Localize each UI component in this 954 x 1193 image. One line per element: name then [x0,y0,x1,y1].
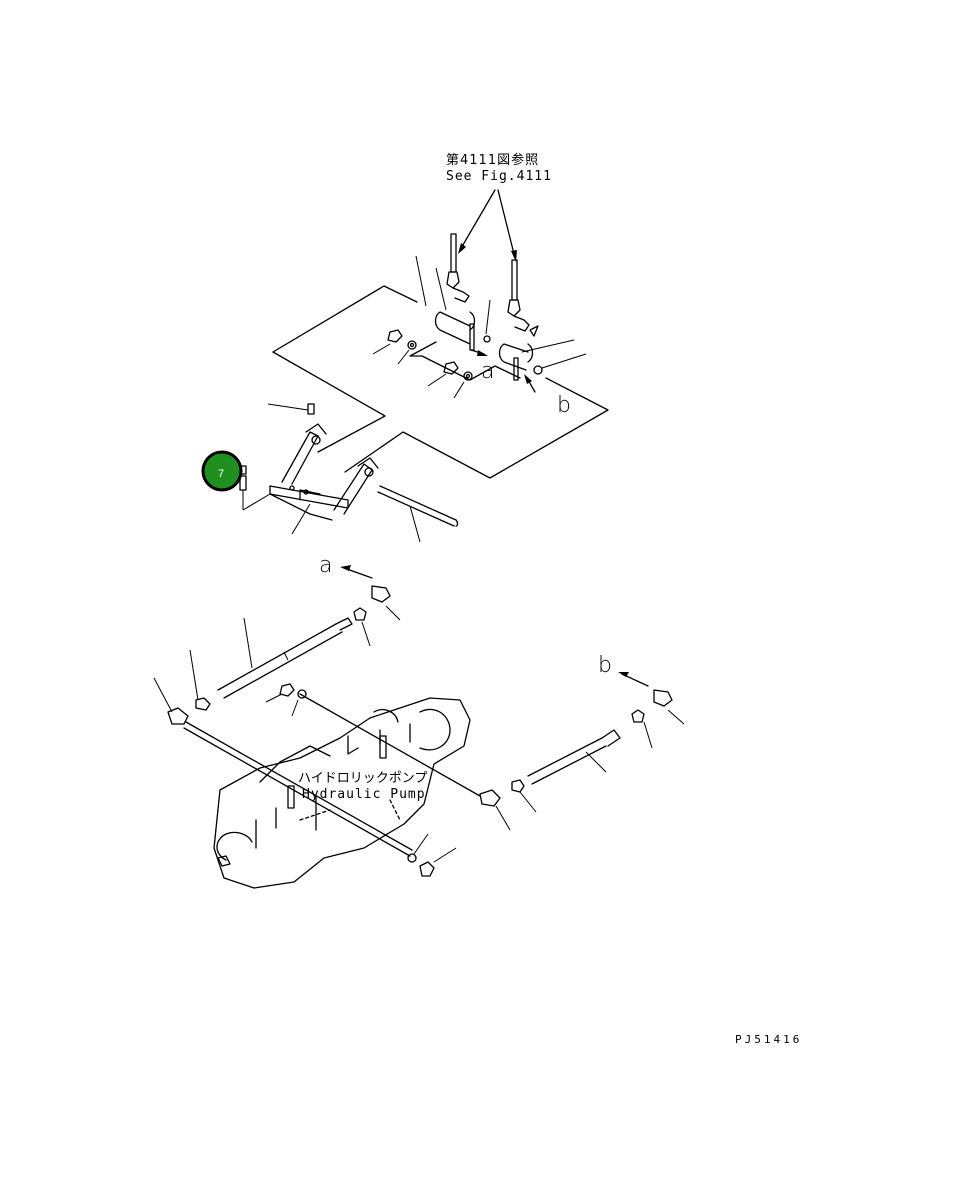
pump-label-english: Hydraulic Pump [302,787,426,802]
callout-number: 7 [218,468,224,480]
hydraulic-pump [213,697,471,889]
pump-label-japanese: ハイドロリックポンプ [298,771,427,786]
connection-b-label-lower: b [598,653,612,678]
reference-arrows [458,189,517,262]
upper-fasteners [372,329,473,399]
reference-japanese-text: 第4111図参照 [446,152,539,168]
valve-assembly-right [498,259,587,393]
lever-bracket [239,403,459,543]
linkage-rod-a [153,565,401,725]
drawing-code: PJ51416 [735,1033,802,1046]
reference-english-text: See Fig.4111 [446,169,552,184]
pump-linkage-lines [183,683,481,877]
connection-b-label-upper: b [557,393,571,418]
connection-a-label-lower: a [319,553,332,578]
callout-badge-7[interactable]: 7 [201,450,243,492]
valve-assembly-left [415,233,491,356]
connection-a-label-upper: a [481,359,494,384]
floor-plate-outline [272,285,609,479]
linkage-rod-b [479,672,685,831]
